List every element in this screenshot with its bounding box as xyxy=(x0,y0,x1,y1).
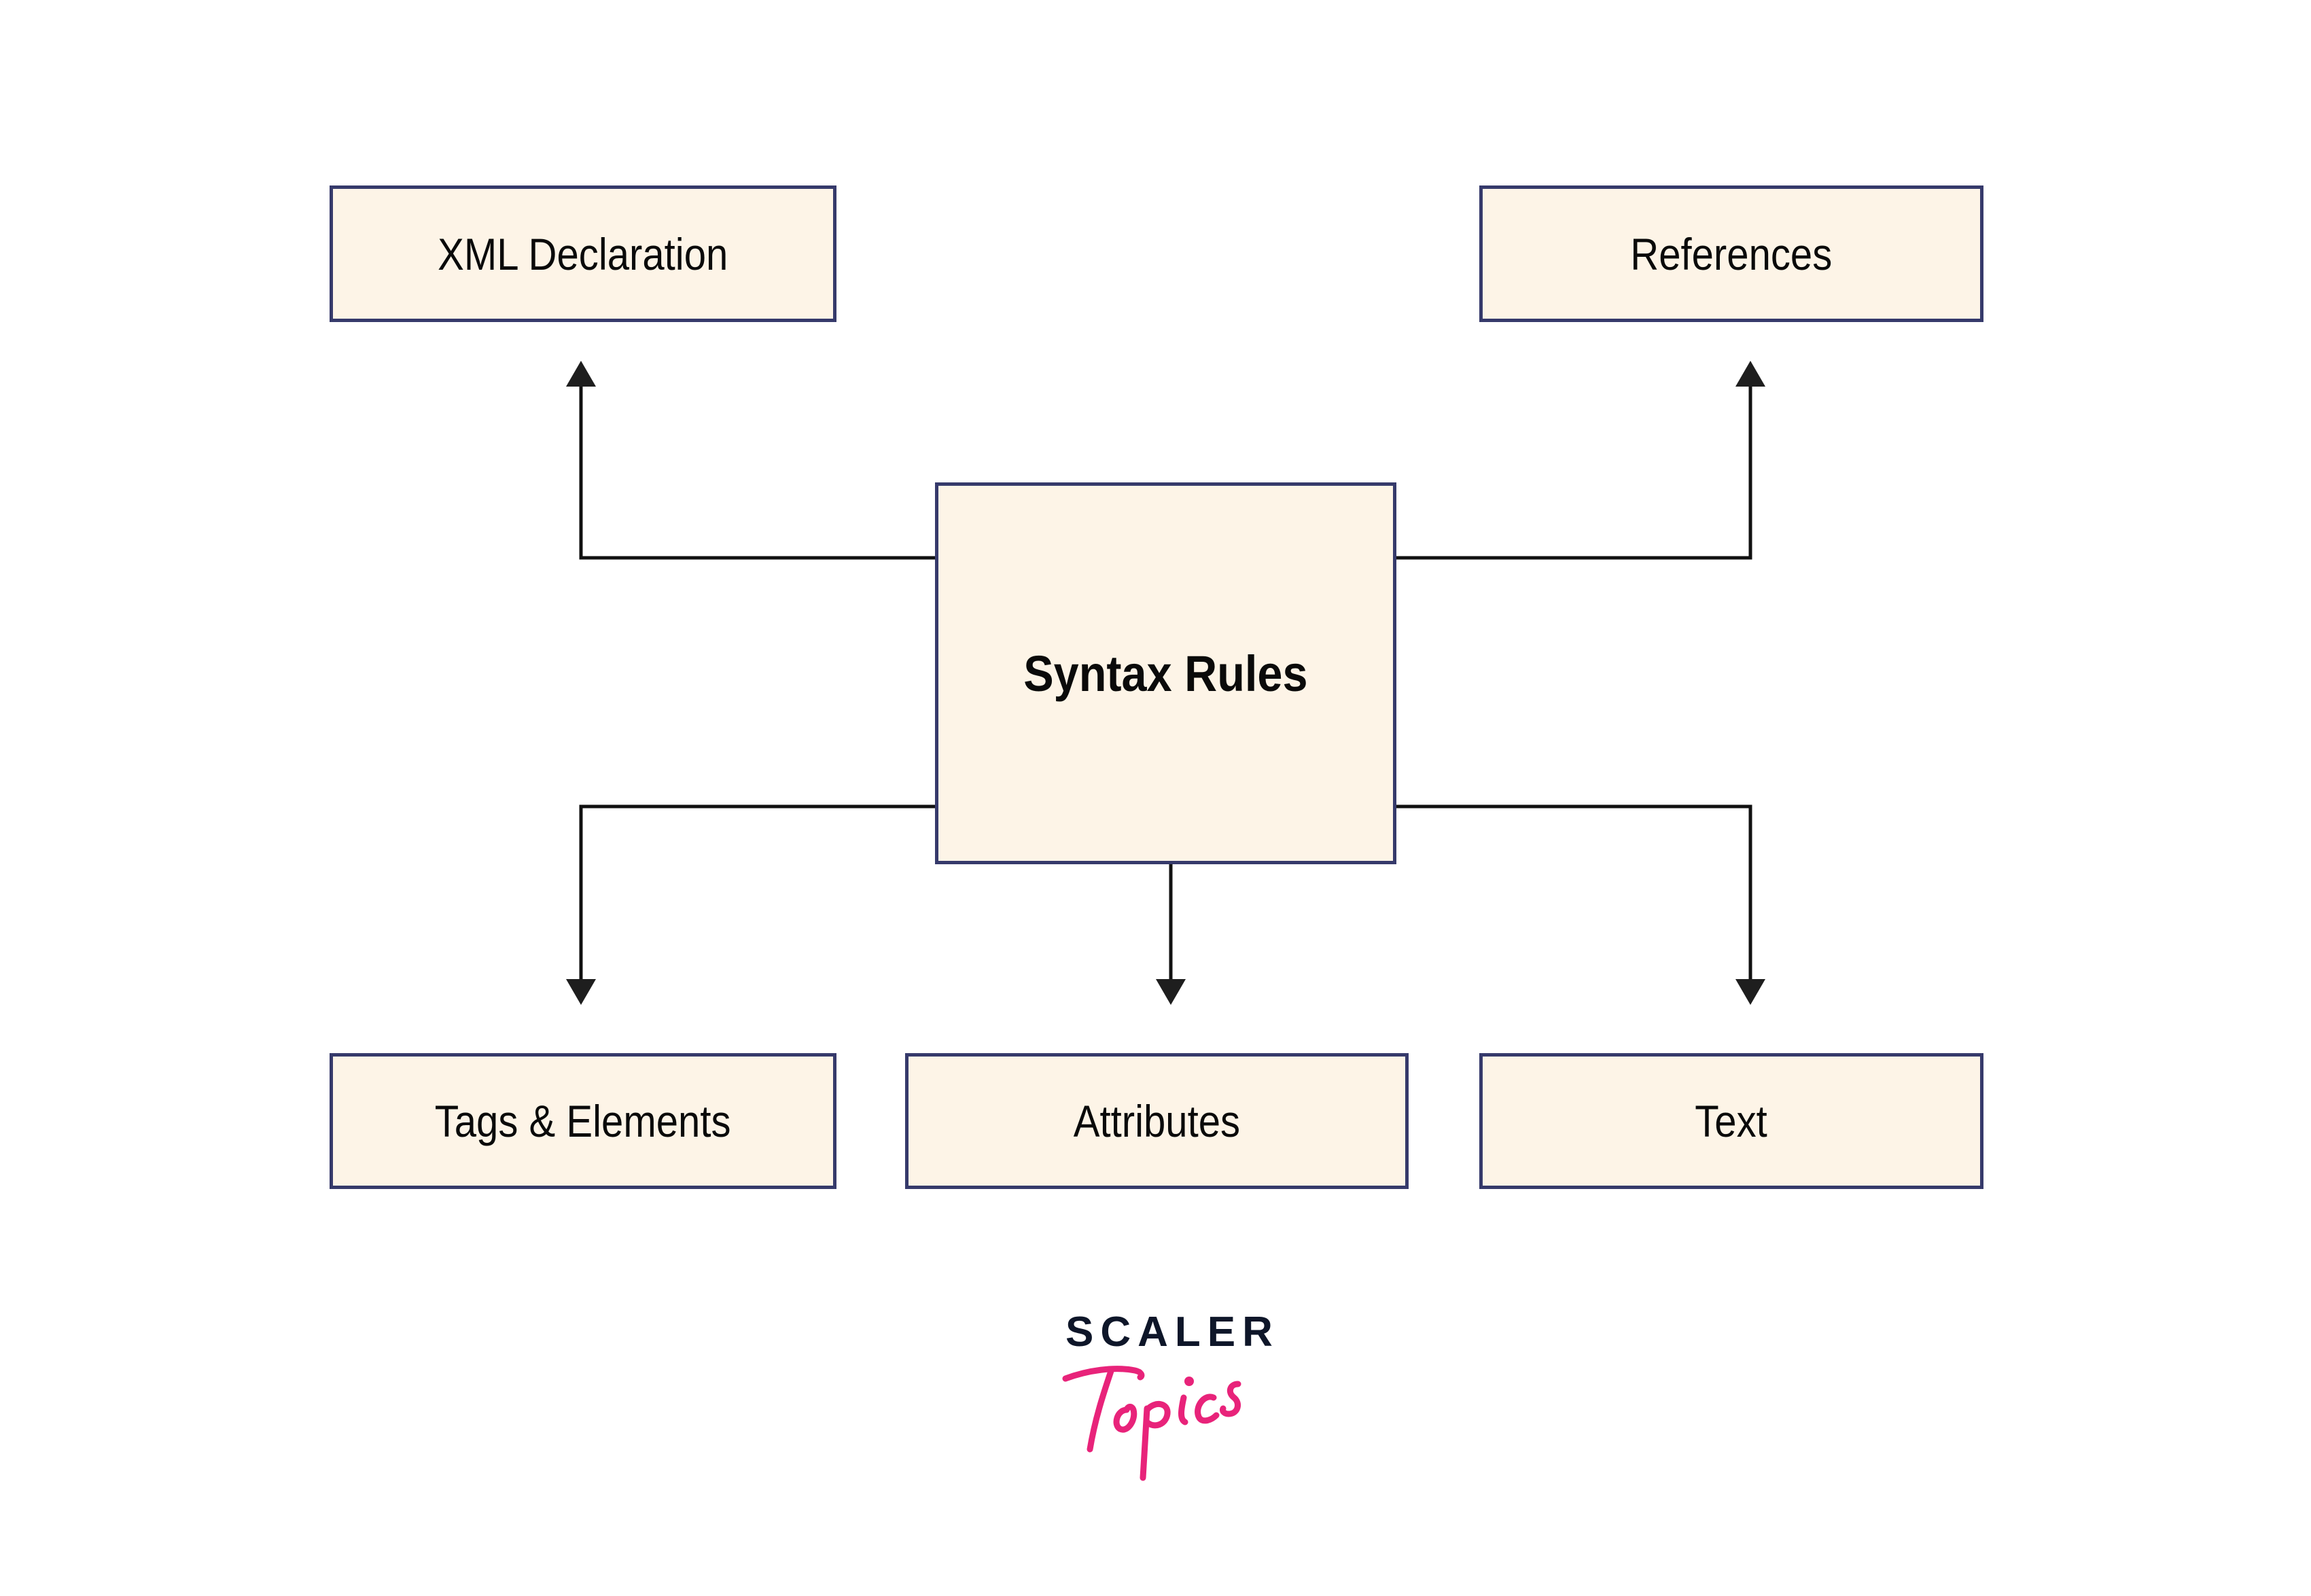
node-text: Text xyxy=(1479,1053,1983,1189)
node-label: Text xyxy=(1695,1096,1768,1146)
node-references: References xyxy=(1479,185,1983,322)
scaler-topics-logo: SCALER xyxy=(1060,1308,1273,1485)
connector-to-text xyxy=(1395,804,1752,982)
arrowhead-down-icon xyxy=(1735,979,1765,1005)
connector-to-tags-elements xyxy=(579,804,936,982)
node-xml-declaration: XML Declaration xyxy=(330,185,836,322)
arrowhead-up-icon xyxy=(1735,361,1765,387)
node-attributes: Attributes xyxy=(905,1053,1409,1189)
node-tags-elements: Tags & Elements xyxy=(330,1053,836,1189)
arrowhead-up-icon xyxy=(566,361,596,387)
logo-topics-script-icon xyxy=(1062,1366,1241,1481)
node-syntax-rules: Syntax Rules xyxy=(935,482,1396,864)
connector-to-references xyxy=(1395,385,1752,560)
node-label: References xyxy=(1630,228,1833,279)
connector-to-xml-declaration xyxy=(579,385,936,560)
arrowhead-down-icon xyxy=(1156,979,1186,1005)
node-label: Tags & Elements xyxy=(435,1096,731,1146)
node-label: Syntax Rules xyxy=(1023,645,1308,702)
node-label: Attributes xyxy=(1073,1096,1241,1146)
logo-brand-text: SCALER xyxy=(1065,1309,1280,1355)
node-label: XML Declaration xyxy=(438,228,728,279)
arrowhead-down-icon xyxy=(566,979,596,1005)
